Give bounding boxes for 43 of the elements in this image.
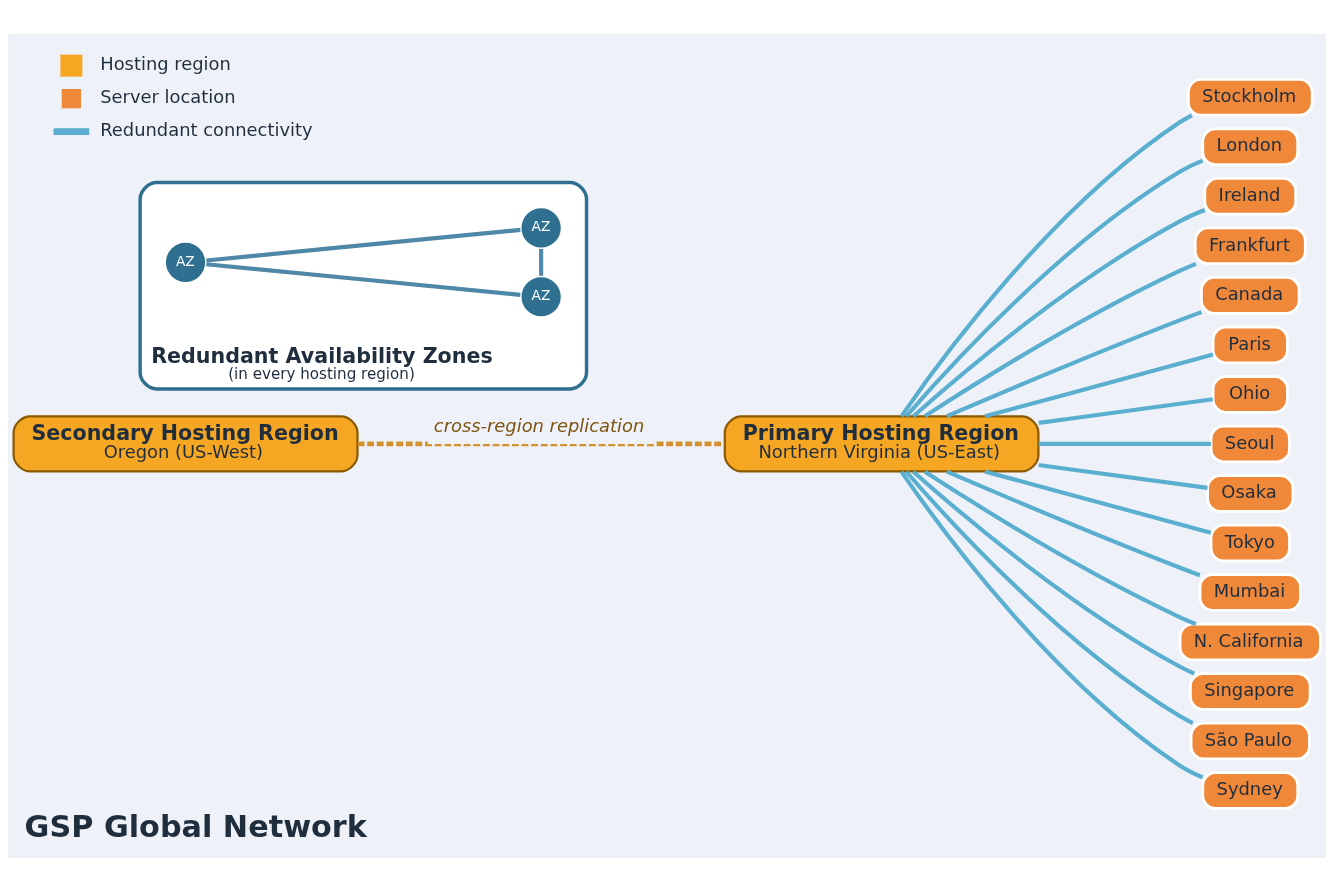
connector bbox=[904, 158, 1204, 418]
connector bbox=[206, 262, 521, 297]
node-box: Secondary Hosting Region Oregon (US-West) bbox=[12, 415, 359, 473]
node-box: São Paulo bbox=[1189, 721, 1311, 761]
node-circle: AZ bbox=[163, 240, 208, 284]
connector bbox=[946, 310, 1203, 419]
connector bbox=[984, 352, 1214, 419]
node-circle: AZ bbox=[519, 275, 563, 319]
connector bbox=[923, 470, 1197, 626]
node-box: Singapore bbox=[1189, 672, 1312, 711]
node-box: Ireland bbox=[1203, 177, 1298, 216]
connector bbox=[1038, 462, 1208, 490]
node-box: Frankfurt bbox=[1193, 226, 1307, 266]
node-box: London bbox=[1201, 127, 1300, 167]
legend-label: Server location bbox=[100, 86, 236, 108]
node-box: Ohio bbox=[1211, 375, 1289, 414]
connector bbox=[912, 470, 1195, 676]
node-box: Primary Hosting Region Northern Virginia (US-East) bbox=[723, 415, 1040, 473]
node-box: Seoul bbox=[1209, 424, 1291, 464]
node-box: Stockholm bbox=[1187, 78, 1314, 117]
node-box: Tokyo bbox=[1209, 523, 1291, 563]
node-box: Sydney bbox=[1201, 771, 1300, 810]
node-box: N. California bbox=[1178, 622, 1322, 662]
connector bbox=[206, 227, 521, 263]
node-box: Osaka bbox=[1206, 474, 1295, 513]
connector bbox=[946, 469, 1201, 578]
connector bbox=[912, 208, 1206, 418]
diagram-title: GSP Global Network bbox=[24, 808, 367, 844]
connector bbox=[904, 470, 1194, 725]
connector bbox=[1038, 441, 1211, 446]
node-circle: AZ bbox=[519, 206, 563, 250]
connector bbox=[923, 261, 1197, 418]
legend-label: Hosting region bbox=[100, 53, 231, 75]
connector bbox=[899, 113, 1193, 418]
node-box: Canada bbox=[1200, 276, 1301, 315]
node-box: Paris bbox=[1211, 325, 1289, 365]
edge-label: cross-region replication bbox=[433, 415, 645, 437]
node-box: Mumbai bbox=[1198, 573, 1302, 612]
connector bbox=[984, 469, 1212, 535]
connector bbox=[539, 248, 544, 276]
legend-label: Redundant connectivity bbox=[100, 119, 313, 141]
connector bbox=[899, 470, 1204, 780]
connector bbox=[1038, 397, 1214, 425]
